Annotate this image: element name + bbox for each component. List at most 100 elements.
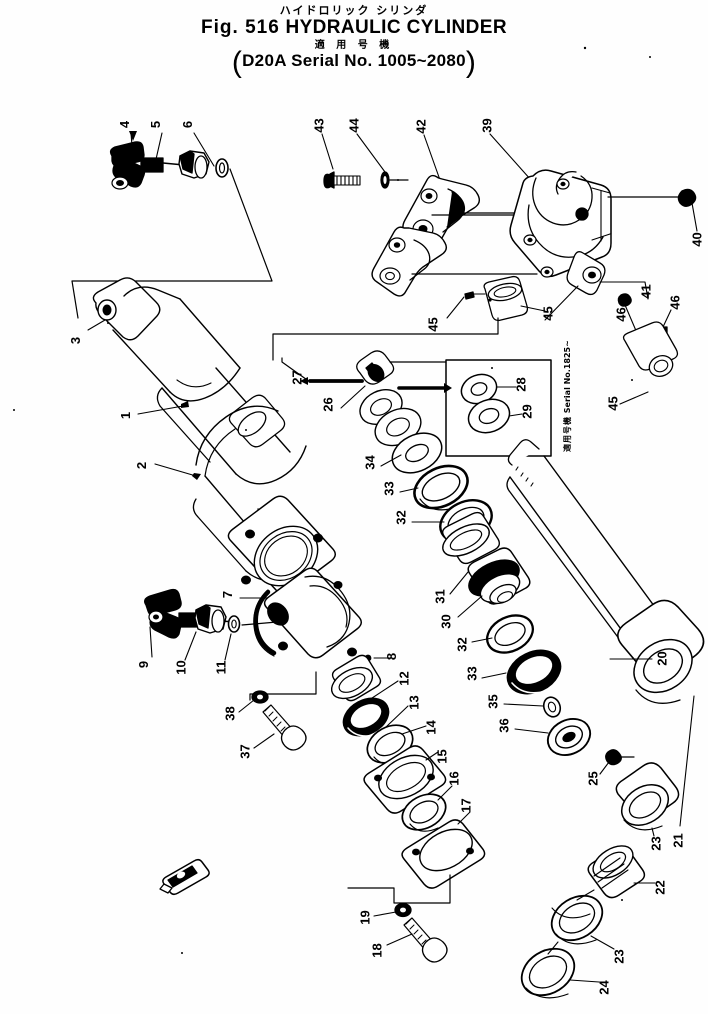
leader-33-lower: [481, 672, 507, 679]
part-11-o-ring-lower: [227, 615, 241, 633]
inset-note-english: Serial No.1825~: [563, 340, 572, 414]
callout-number-45: 45: [605, 396, 621, 411]
callout-number-35: 35: [485, 694, 501, 709]
callout-number-3: 3: [68, 336, 84, 345]
callout-number-26: 26: [320, 397, 336, 412]
part-15-gland-plate: [363, 745, 447, 814]
part-6-o-ring: [215, 158, 229, 178]
callout-number-30: 30: [438, 614, 454, 629]
part-13-seal: [342, 697, 390, 737]
leader-16: [437, 785, 453, 801]
part-23-seal-lower: [550, 894, 604, 945]
inset-serial-note: 適用号機 Serial No.1825~: [563, 340, 572, 452]
callout-number-23: 23: [648, 836, 664, 851]
page-title: Fig. 516 HYDRAULIC CYLINDER: [0, 17, 708, 39]
callout-number-2: 2: [134, 461, 150, 470]
leader-21: [679, 695, 695, 827]
leader-23-lower: [590, 935, 615, 950]
part-7-retainer-ring: [253, 589, 277, 657]
leader-33: [399, 487, 419, 493]
callout-number-25: 25: [585, 771, 601, 786]
callout-number-29: 29: [519, 404, 535, 419]
part-12-ring: [330, 654, 382, 702]
callout-number-14: 14: [423, 720, 439, 735]
callout-number-28: 28: [513, 377, 529, 392]
leader-30: [457, 595, 483, 618]
part-4-elbow-fitting: [109, 141, 206, 190]
part-39-yoke-bracket: [509, 169, 612, 296]
part-26-plug: [356, 350, 395, 385]
callout-number-46: 46: [613, 307, 629, 322]
leader-31: [449, 571, 469, 595]
part-22-sleeve: [587, 845, 646, 899]
callout-number-6: 6: [180, 120, 196, 129]
figure-number: Fig. 516: [201, 17, 280, 38]
callout-number-15: 15: [434, 749, 450, 764]
leader-13: [385, 705, 409, 728]
part-31-bushing: [441, 511, 501, 565]
part-45-bushing-right: [619, 321, 679, 405]
inset-box-28-29: [445, 359, 552, 457]
part-30-piston: [467, 547, 531, 605]
callout-number-41: 41: [638, 284, 654, 299]
part-36-seal: [546, 717, 592, 757]
callout-number-4: 4: [117, 120, 133, 129]
leader-lines-9-10-11: [149, 626, 232, 661]
callout-number-27: 27: [289, 370, 305, 385]
small-bracket-plate: [159, 858, 210, 896]
paren-close: ): [465, 46, 477, 79]
callout-number-21: 21: [670, 833, 686, 848]
callout-number-20: 20: [654, 651, 670, 666]
inset-note-japanese: 適用号機: [563, 416, 572, 452]
callout-number-11: 11: [213, 660, 229, 675]
callout-number-7: 7: [220, 590, 236, 599]
callout-number-37: 37: [237, 744, 253, 759]
callout-number-40: 40: [689, 232, 705, 247]
part-5-nut: [178, 150, 210, 179]
callout-number-38: 38: [222, 706, 238, 721]
callout-number-16: 16: [446, 771, 462, 786]
callout-number-45: 45: [540, 306, 556, 321]
callout-number-32: 32: [454, 637, 470, 652]
part-33-upper-seal: [413, 464, 469, 511]
applicability-kana: 適 用 号 機: [314, 40, 394, 51]
callout-number-39: 39: [479, 118, 495, 133]
leader-lines-37-38: [238, 699, 275, 749]
part-14-ring: [366, 724, 414, 765]
leader-32-lower: [471, 637, 493, 643]
title-block: ハイドロリック シリンダ Fig. 516 HYDRAULIC CYLINDER…: [0, 4, 708, 78]
callout-number-32: 32: [393, 510, 409, 525]
leader-26: [340, 385, 366, 409]
leader-24: [569, 979, 600, 983]
paren-open: (: [231, 46, 243, 79]
callout-number-1: 1: [118, 411, 134, 420]
part-32-lower-seal: [486, 614, 534, 654]
callout-number-18: 18: [369, 943, 385, 958]
part-25-pin: [599, 749, 635, 775]
callout-number-33: 33: [381, 481, 397, 496]
applicability-line: (D20A Serial No. 1005~2080): [232, 48, 476, 78]
callout-number-19: 19: [357, 910, 373, 925]
callout-number-9: 9: [136, 660, 152, 669]
connector-path-top-left: [71, 168, 273, 319]
callout-number-22: 22: [652, 880, 668, 895]
callout-number-45: 45: [425, 317, 441, 332]
part-10-nut-lower: [194, 604, 227, 634]
callout-number-12: 12: [396, 671, 412, 686]
callout-number-42: 42: [413, 119, 429, 134]
arrow-head-4: [129, 131, 137, 141]
part-38-washer: [251, 690, 269, 704]
part-18-bolt: [403, 917, 448, 963]
part-43-bolt: [323, 171, 361, 189]
leader-lines-cylinder: [87, 319, 197, 477]
leader-15: [425, 751, 439, 761]
part-9-elbow-fitting-lower: [144, 588, 239, 639]
part-19-washer: [394, 902, 412, 918]
callout-number-44: 44: [346, 118, 362, 133]
part-33-lower-seal: [506, 649, 562, 695]
leader-lines-top-right: [321, 133, 532, 181]
connector-17-down: [347, 874, 451, 904]
part-17-cover-plate: [401, 819, 486, 889]
